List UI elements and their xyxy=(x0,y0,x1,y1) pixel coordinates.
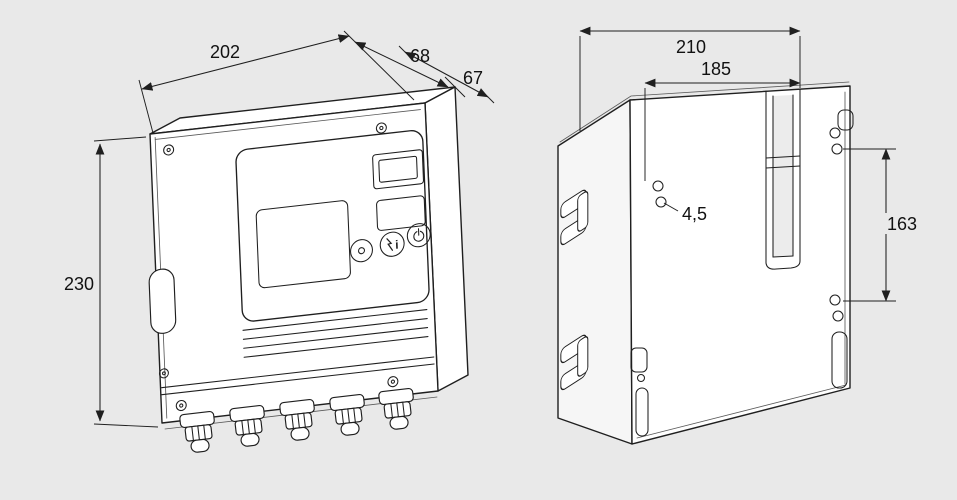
bottom-left-fixings xyxy=(630,347,649,437)
corner-screw-icon xyxy=(163,122,399,412)
control-panel xyxy=(235,129,430,322)
power-button xyxy=(406,223,431,248)
dim-depth-body-label: 67 xyxy=(463,68,483,88)
status-display xyxy=(372,149,425,190)
dim-width-label: 202 xyxy=(210,42,240,62)
lightning-icon xyxy=(386,238,394,251)
cable-gland xyxy=(179,410,215,453)
rear-view-dimensions: 210 185 4,5 163 xyxy=(579,26,923,302)
cable-glands xyxy=(179,387,414,453)
dim-hole-diameter-label: 4,5 xyxy=(682,204,707,224)
vent-ribs xyxy=(242,309,429,358)
dim-height-label: 230 xyxy=(64,274,94,294)
select-button xyxy=(350,239,373,263)
front-panel-details: i xyxy=(148,109,435,419)
main-display xyxy=(255,200,351,289)
front-view-drawing: i xyxy=(64,30,495,453)
info-icon: i xyxy=(395,238,399,252)
type-label-plate xyxy=(376,195,426,231)
din-clip-bottom xyxy=(560,334,589,391)
rear-main-face xyxy=(629,85,851,445)
mounting-channel xyxy=(765,88,801,270)
front-view-dimensions: 230 202 68 67 xyxy=(64,30,495,428)
dim-mount-width-label: 185 xyxy=(701,59,731,79)
reset-info-button: i xyxy=(379,231,405,257)
mounting-hole-left xyxy=(652,180,667,208)
power-icon xyxy=(413,226,425,242)
mounting-hole-top-right xyxy=(829,109,854,155)
dim-mount-height-label: 163 xyxy=(887,214,917,234)
cable-gland xyxy=(378,387,414,430)
mounting-hole-bottom-right xyxy=(829,294,848,389)
cable-gland xyxy=(329,393,365,436)
rear-view-drawing: 210 185 4,5 163 xyxy=(557,26,923,445)
cable-gland xyxy=(229,404,265,447)
side-cable-cutout xyxy=(148,268,177,334)
cover-screw-icon xyxy=(158,368,169,379)
cover-seam xyxy=(161,356,435,396)
cable-gland xyxy=(279,398,315,441)
rear-side-face xyxy=(557,99,633,445)
din-clip-top xyxy=(560,189,589,246)
dim-overall-width-label: 210 xyxy=(676,37,706,57)
